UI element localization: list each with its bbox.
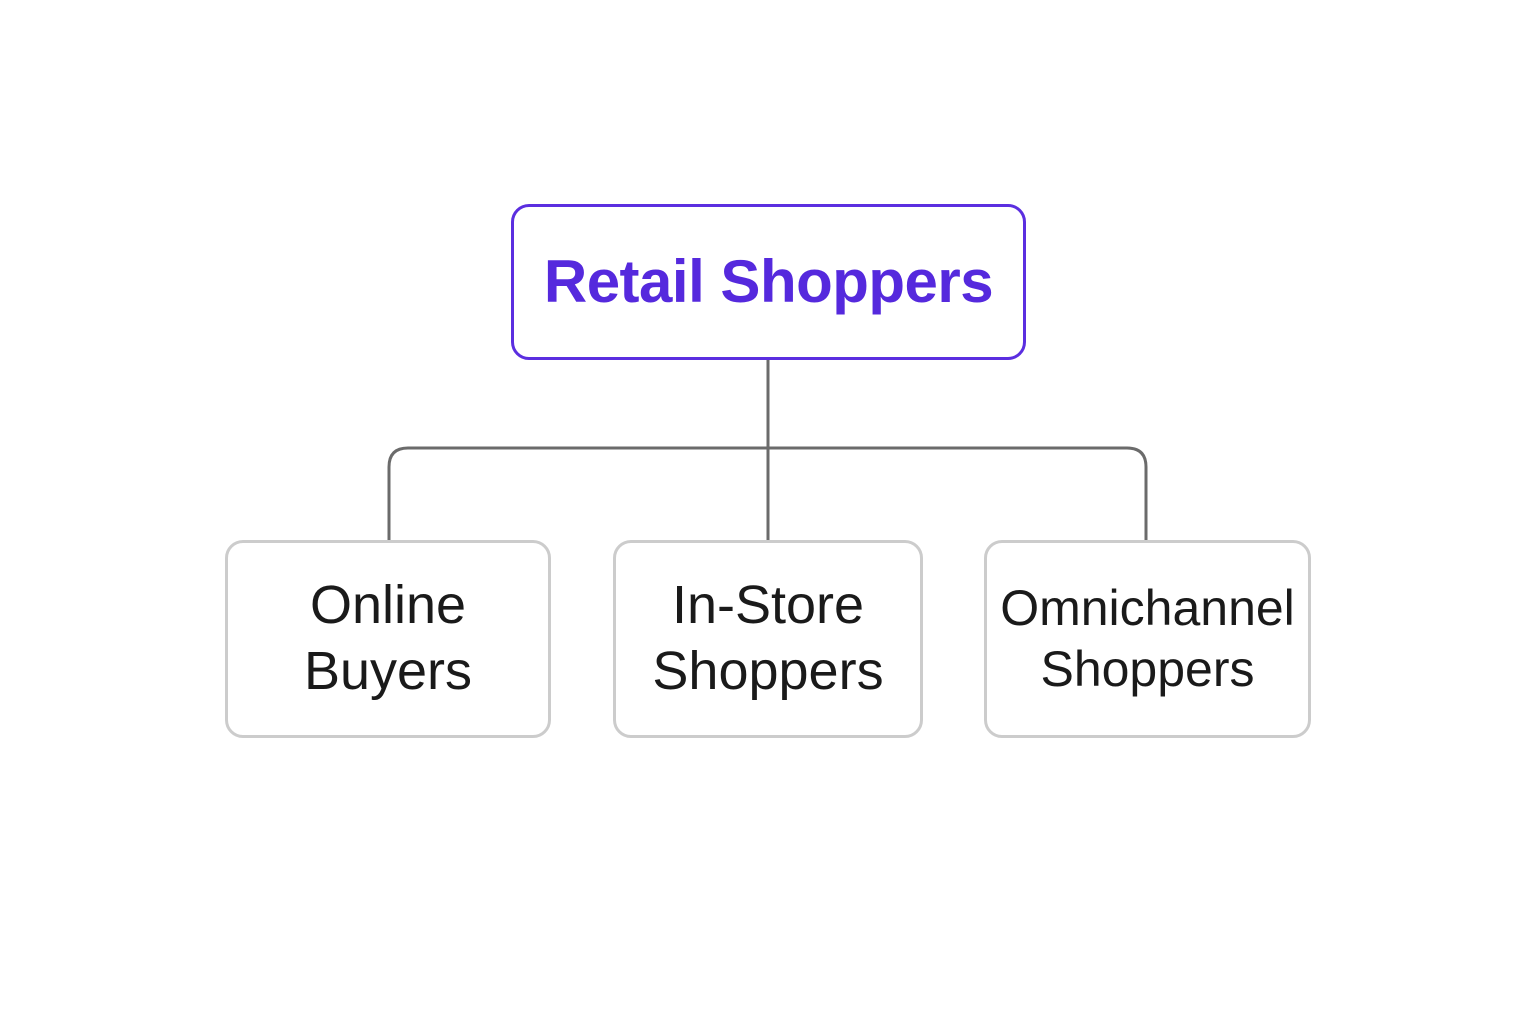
root-node-label: Retail Shoppers	[543, 247, 994, 315]
branch-connector-right	[768, 446, 1148, 540]
child-node-label: Omnichannel Shoppers	[1000, 580, 1295, 697]
child-node-in-store-shoppers: In-Store Shoppers	[613, 540, 923, 738]
root-node-retail-shoppers: Retail Shoppers	[511, 204, 1026, 360]
child-node-label: Online Buyers	[303, 575, 473, 701]
child-node-online-buyers: Online Buyers	[225, 540, 551, 738]
branch-connector-left	[387, 446, 768, 540]
child-node-label: In-Store Shoppers	[652, 575, 884, 701]
child-node-omnichannel-shoppers: Omnichannel Shoppers	[984, 540, 1311, 738]
